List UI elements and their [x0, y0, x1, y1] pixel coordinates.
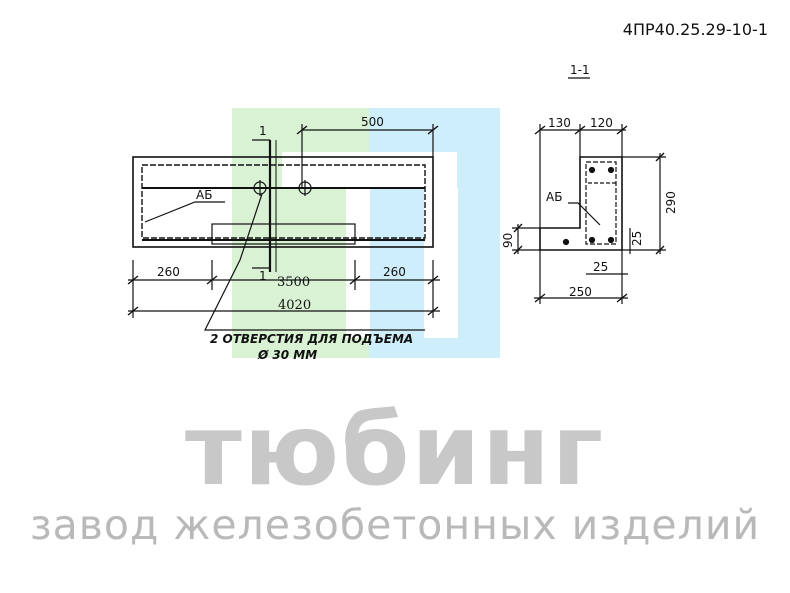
- dim-500-text: 500: [361, 115, 384, 129]
- note-line-1: 2 ОТВЕРСТИЯ ДЛЯ ПОДЪЕМА: [210, 332, 413, 346]
- sec-ticks: [513, 125, 665, 303]
- logo-white-gap: [282, 152, 457, 188]
- dim-ticks: [127, 125, 439, 316]
- dim-3500: 3500: [277, 275, 310, 290]
- cut-mark-top: 1: [259, 124, 267, 138]
- bottom-lip: [211, 223, 356, 245]
- rebar-dot-3: [588, 236, 596, 244]
- rebar-dot-5: [562, 238, 570, 246]
- note-line-2: Ø 30 ММ: [257, 348, 317, 362]
- cut-mark-bottom: 1: [259, 269, 267, 283]
- sec-dim-250: 250: [569, 285, 592, 299]
- rebar-dot-2: [607, 166, 615, 174]
- watermark-logo: [232, 108, 500, 358]
- rebar-label-section: АБ: [546, 190, 562, 204]
- rebar-frame: [141, 164, 426, 239]
- drawing-code: 4ПР40.25.29-10-1: [622, 20, 768, 39]
- dim-260-right: 260: [383, 265, 406, 279]
- section-rebar: [585, 161, 617, 245]
- sec-dim-120: 120: [590, 116, 613, 130]
- sec-dim-25-right: 25: [630, 231, 644, 246]
- rebar-dot-4: [607, 236, 615, 244]
- panel-outline: [132, 156, 434, 248]
- sec-dim-130: 130: [548, 116, 571, 130]
- section-view: [512, 77, 666, 304]
- rebar-label-front: АБ: [196, 188, 212, 202]
- logo-white-notch: [346, 188, 370, 338]
- sec-dim-90: 90: [501, 233, 515, 248]
- hole-leader: [204, 193, 425, 331]
- section-label: 1-1: [570, 63, 590, 77]
- section-rebar-leader: [568, 202, 601, 226]
- rebar-leader: [144, 201, 225, 223]
- sec-dim-290: 290: [664, 191, 678, 214]
- sec-dim-25-bottom: 25: [593, 260, 608, 274]
- watermark-name: тюбинг: [184, 394, 606, 508]
- dim-260-left: 260: [157, 265, 180, 279]
- watermark-subtitle: завод железобетонных изделий: [29, 501, 761, 549]
- dim-4020: 4020: [278, 298, 311, 313]
- rebar-dot-1: [588, 166, 596, 174]
- front-view: [127, 124, 440, 331]
- logo-white-notch-2: [424, 188, 458, 338]
